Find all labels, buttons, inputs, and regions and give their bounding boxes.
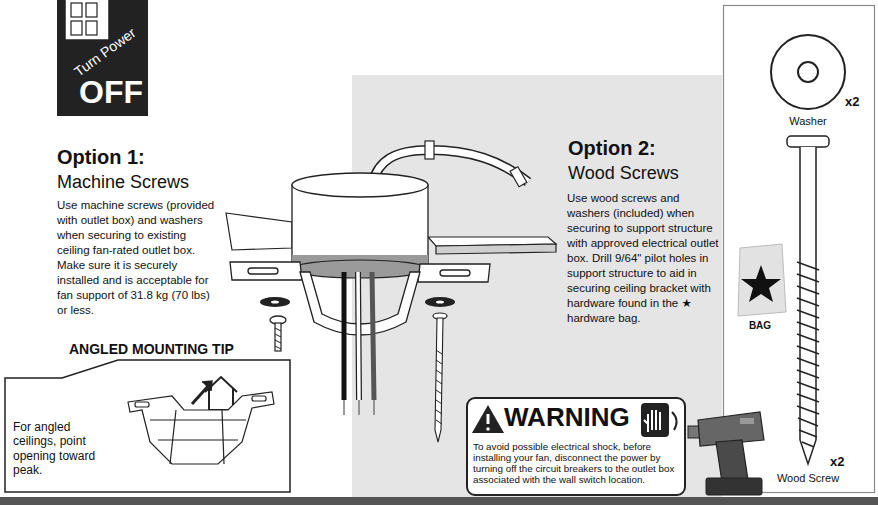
cable-clamp: [510, 167, 527, 187]
cable-clamp: [425, 141, 434, 159]
option-heading: Option 2:: [568, 137, 656, 160]
option-subheading: Machine Screws: [57, 172, 189, 193]
shock-hand-icon: [641, 403, 677, 437]
text-slot: OFF: [79, 74, 143, 111]
power-off-icon: Turn PowerOFF: [57, 0, 148, 116]
warning-box: WARNING To avoid possible electrical shoc…: [467, 398, 685, 495]
text-slot: ANGLED MOUNTING TIP: [69, 341, 234, 357]
tip-heading: ANGLED MOUNTING TIP: [69, 341, 234, 357]
warning-mark: [486, 427, 490, 431]
warning-triangle: [472, 405, 504, 433]
hardware-panel: x2WasherBAGx2Wood Screw: [723, 5, 875, 492]
washer: [425, 297, 455, 307]
machine-screw: [270, 316, 286, 351]
quantity-label: x2: [830, 455, 844, 470]
option-panel: Option 2: Wood ScrewsUse wood screws and …: [352, 75, 722, 497]
switch-toggle: [86, 3, 97, 17]
house-icon: [192, 377, 237, 410]
text-slot: Option 1:: [57, 146, 145, 169]
hardware-panel: [724, 6, 875, 493]
text-slot: BAG: [749, 320, 771, 332]
wood-screw-small: [433, 313, 447, 442]
text-slot: Turn Power: [69, 44, 141, 60]
part-name: Washer: [789, 115, 827, 128]
switch-toggle: [86, 21, 97, 35]
option-body: Use wood screws and washers (included) w…: [567, 191, 719, 325]
warning-mark: [487, 414, 490, 424]
icon-caption: Turn Power: [71, 24, 139, 79]
text-slot: WARNING: [504, 403, 630, 433]
text-slot: Use wood screws and washers (included) w…: [567, 191, 719, 325]
ceiling-joist: [226, 213, 292, 250]
quantity-label: x2: [845, 95, 859, 110]
text-slot: x2: [845, 95, 859, 110]
ceiling-board: [436, 244, 556, 254]
fan-wires: [344, 272, 374, 415]
option-subheading: Wood Screws: [568, 163, 679, 184]
washer-hole: [798, 62, 818, 82]
part-name: BAG: [749, 320, 771, 332]
text-slot: x2: [830, 455, 844, 470]
text-slot: To avoid possible electrical shock, befo…: [473, 442, 679, 486]
tip-box: ANGLED MOUNTING TIP For angled ceilings, …: [5, 340, 290, 493]
tip-body: For angled ceilings, point opening towar…: [13, 420, 107, 478]
drill: [688, 412, 764, 495]
warning-box: [467, 398, 685, 495]
washer: [771, 35, 845, 109]
text-slot: Wood Screws: [568, 163, 679, 184]
text-slot: Washer: [789, 115, 827, 128]
ceiling-bracket: [128, 392, 274, 464]
hardware-bag: [738, 244, 786, 316]
warning-body: To avoid possible electrical shock, befo…: [473, 442, 679, 486]
option-body: Use machine screws (provided with outlet…: [57, 198, 217, 318]
outlet-box-top: [292, 173, 428, 197]
warning-heading: WARNING: [504, 403, 630, 433]
tip-box: [5, 360, 290, 492]
bottom-bar: [0, 497, 878, 505]
switch-toggle: [71, 3, 82, 17]
text-slot: For angled ceilings, point opening towar…: [13, 420, 107, 478]
text-slot: Wood Screw: [777, 472, 839, 485]
text-slot: Option 2:: [568, 137, 656, 160]
option-heading: Option 1:: [57, 146, 145, 169]
text-slot: Machine Screws: [57, 172, 189, 193]
switch-plate: [65, 0, 109, 40]
text-slot: Use machine screws (provided with outlet…: [57, 198, 217, 318]
part-name: Wood Screw: [777, 472, 839, 485]
washer: [260, 297, 290, 307]
wood-screw: [787, 136, 829, 464]
switch-toggle: [71, 21, 82, 35]
washer-hole: [436, 300, 444, 303]
washer-hole: [271, 300, 279, 303]
icon-caption: OFF: [79, 74, 143, 111]
